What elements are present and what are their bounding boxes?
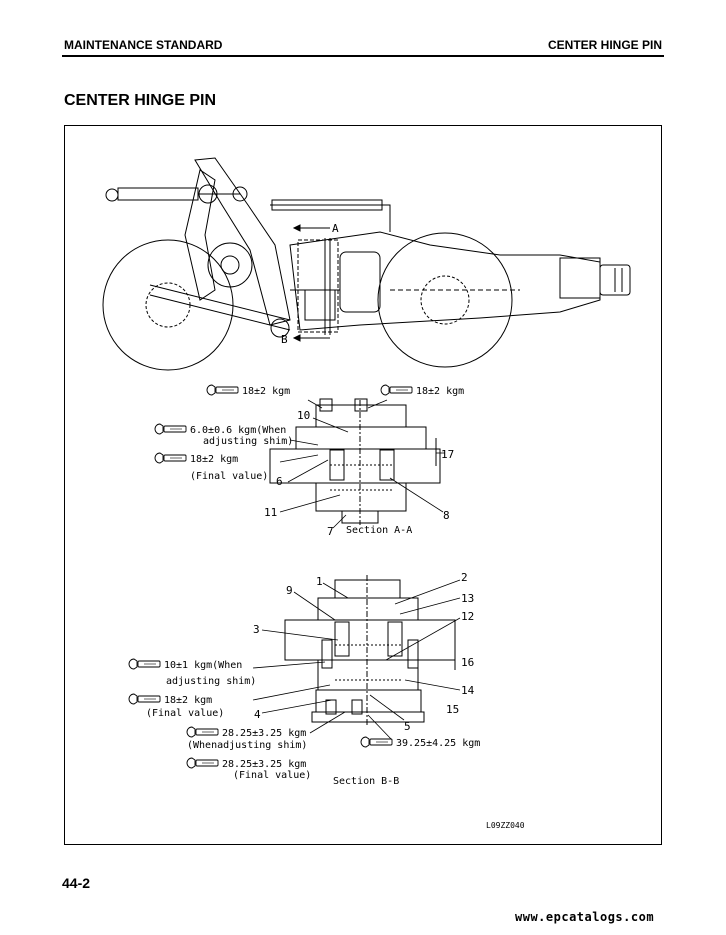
header-section-title: MAINTENANCE STANDARD: [64, 38, 223, 52]
aa-torque-2: 18±2 kgm: [416, 386, 464, 397]
bb-torque-1-line2: adjusting shim): [166, 676, 256, 687]
aa-callout-11: 11: [264, 506, 277, 519]
section-bb-drawing: [284, 575, 456, 725]
header-rule: [62, 55, 664, 57]
aa-callout-10: 10: [297, 409, 310, 422]
rear-wheel: [377, 232, 513, 368]
aa-callout-6: 6: [276, 475, 283, 488]
header-page-topic: CENTER HINGE PIN: [547, 38, 662, 52]
aa-callout-8: 8: [443, 509, 450, 522]
bb-torque-5: 39.25±4.25 kgm: [396, 738, 480, 749]
page-title: CENTER HINGE PIN: [64, 92, 217, 109]
bb-callout-1: 1: [316, 575, 323, 588]
bb-callout-13: 13: [461, 592, 474, 605]
machine-side-view: [102, 157, 631, 371]
aa-torque-4-line2: (Final value): [190, 471, 268, 482]
figure-id: L09ZZ040: [486, 821, 525, 830]
bb-torque-4-line1: 28.25±3.25 kgm: [222, 759, 306, 770]
bb-callout-4: 4: [254, 708, 261, 721]
bb-callout-14: 14: [461, 684, 475, 697]
bb-torque-4-line2: (Final value): [233, 770, 311, 781]
section-marker-b: B: [281, 333, 288, 346]
bb-callout-2: 2: [461, 571, 468, 584]
bb-callout-16: 16: [461, 656, 474, 669]
section-aa-drawing: [269, 398, 441, 525]
figure-frame: [64, 125, 662, 845]
aa-torque-1: 18±2 kgm: [242, 386, 290, 397]
aa-callout-17: 17: [441, 448, 454, 461]
aa-torque-3-line1: 6.0±0.6 kgm(When: [190, 425, 286, 436]
lift-cylinder: [117, 187, 199, 201]
section-bb-leaders: [252, 579, 461, 741]
bb-callout-12: 12: [461, 610, 474, 623]
aa-torque-4-line1: 18±2 kgm: [190, 454, 238, 465]
section-marker-a: A: [332, 222, 339, 235]
bb-callout-9: 9: [286, 584, 293, 597]
bb-torque-3-line2: (Whenadjusting shim): [187, 740, 307, 751]
aa-torque-3-line2: adjusting shim): [203, 436, 293, 447]
bb-torque-2-line1: 18±2 kgm: [164, 695, 212, 706]
aa-caption: Section A-A: [346, 525, 412, 536]
front-wheel: [102, 239, 234, 371]
website-watermark: www.epcatalogs.com: [515, 910, 655, 924]
aa-callout-7: 7: [327, 525, 334, 538]
bb-caption: Section B-B: [333, 776, 399, 787]
bb-torque-2-line2: (Final value): [146, 708, 224, 719]
bb-torque-3-line1: 28.25±3.25 kgm: [222, 728, 306, 739]
bb-torque-1-line1: 10±1 kgm(When: [164, 660, 242, 671]
section-aa-leaders: [279, 399, 445, 529]
rear-frame: [289, 231, 601, 331]
bb-callout-3: 3: [253, 623, 260, 636]
page-number: 44-2: [62, 875, 91, 891]
bb-callout-5: 5: [404, 720, 411, 733]
bb-callout-15: 15: [446, 703, 459, 716]
